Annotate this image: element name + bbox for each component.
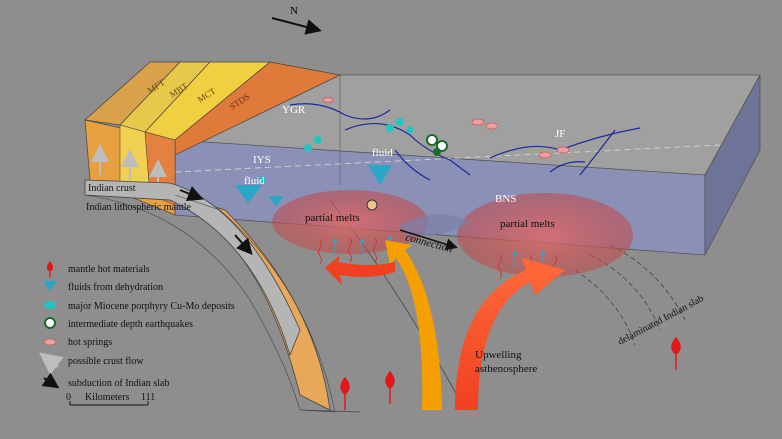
delaminated-slab-label: delaminated Indian slab <box>616 293 706 348</box>
plateau-end <box>704 74 761 256</box>
fluid-cones <box>235 165 392 206</box>
upwelling-orange <box>385 240 442 410</box>
legend-item-subduction: subduction of Indian slab <box>41 372 169 389</box>
north-arrow: N <box>271 5 322 35</box>
deposits <box>258 118 414 184</box>
indian-crust-label: Indian crust <box>88 183 136 194</box>
fluid-cone-upper <box>368 165 392 185</box>
deposit-dot <box>396 118 404 126</box>
earthquakes <box>366 134 448 211</box>
deposit-dot <box>406 126 414 134</box>
subduction-icon <box>41 372 60 389</box>
iys-label: IYS <box>253 154 271 166</box>
fluid-icon <box>43 281 57 291</box>
indian-mantle-label: Indian lithospheric mantle <box>86 202 192 213</box>
cyan-small-arrows <box>332 235 546 268</box>
earthquake-icon <box>44 317 56 329</box>
mantle-hot-materials <box>340 336 681 410</box>
deposit-dot <box>386 124 394 132</box>
hot-material-drop <box>340 376 350 410</box>
svg-text:major Miocene porphyry Cu-Mo d: major Miocene porphyry Cu-Mo deposits <box>68 301 235 312</box>
scale-unit: Kilometers <box>85 392 130 403</box>
legend: mantle hot materials fluids from dehydra… <box>39 261 235 406</box>
svg-text:fluids from dehydration: fluids from dehydration <box>68 282 163 293</box>
hot-material-drop <box>385 370 395 404</box>
deposit-dot <box>304 144 312 152</box>
crust-flow-icon <box>39 352 64 376</box>
svg-text:possible crust flow: possible crust flow <box>68 356 144 367</box>
svg-text:intermediate depth earthquakes: intermediate depth earthquakes <box>68 319 193 330</box>
fluid-cone-left-small <box>268 196 284 206</box>
scale-bar: 0 Kilometers 111 <box>66 392 155 406</box>
fluid-left-label: fluid <box>244 175 265 187</box>
jf-label: JF <box>555 128 565 140</box>
scale-end: 111 <box>141 392 155 403</box>
fluid-cone-left <box>235 185 262 203</box>
indian-slab: Indian crust Indian lithospheric mantle <box>84 179 336 413</box>
ygr-label: YGR <box>282 104 306 116</box>
fluid-upper-label: fluid <box>372 147 393 159</box>
legend-item-hot-spring: hot springs <box>43 337 112 348</box>
hot-spring-icon <box>43 338 57 346</box>
deposit-icon <box>44 301 56 309</box>
north-label: N <box>290 5 298 17</box>
partial-melts-right-label: partial melts <box>500 218 555 230</box>
legend-item-mantle: mantle hot materials <box>46 261 150 278</box>
indian-crust <box>84 179 301 357</box>
mantle-hot-materials-icon <box>46 261 54 278</box>
partial-melts-left-label: partial melts <box>305 212 360 224</box>
bns-label: BNS <box>495 193 516 205</box>
svg-text:subduction of Indian slab: subduction of Indian slab <box>68 378 169 389</box>
svg-text:hot springs: hot springs <box>68 337 112 348</box>
upwelling-arrows: Upwelling asthenosphere <box>325 240 565 410</box>
upwelling-label-1: Upwelling <box>475 349 522 361</box>
legend-item-fluid: fluids from dehydration <box>43 281 163 293</box>
hot-material-drop <box>671 336 681 370</box>
svg-text:mantle hot materials: mantle hot materials <box>68 264 150 275</box>
partial-melt-right <box>457 193 633 277</box>
upwelling-label-2: asthenosphere <box>475 363 537 375</box>
scale-start: 0 <box>66 392 71 403</box>
upwelling-red-main <box>455 258 565 410</box>
deposit-dot <box>258 176 266 184</box>
upwelling-red-left <box>325 255 395 285</box>
legend-item-earthquake: intermediate depth earthquakes <box>44 317 193 330</box>
hot-springs <box>322 97 570 159</box>
deposit-dot <box>314 136 322 144</box>
legend-item-crust-flow: possible crust flow <box>39 352 144 376</box>
legend-item-deposit: major Miocene porphyry Cu-Mo deposits <box>44 301 235 312</box>
